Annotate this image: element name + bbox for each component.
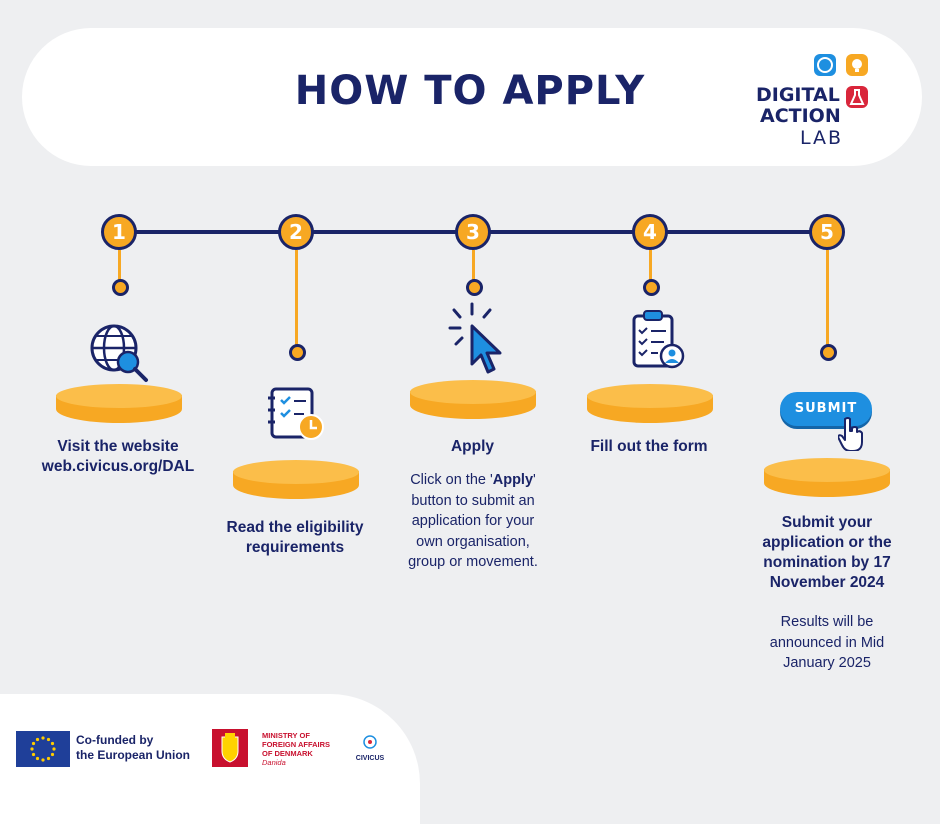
step-4-pedestal bbox=[587, 384, 713, 426]
logo-word-digital: DIGITAL bbox=[756, 84, 840, 106]
step-5-number: 5 bbox=[809, 214, 845, 250]
step-3-desc-pre: Click on the ' bbox=[410, 472, 493, 488]
clipboard-form-icon bbox=[630, 310, 688, 377]
step-1-dot bbox=[112, 279, 129, 296]
eu-flag-icon bbox=[16, 731, 70, 767]
civicus-mark-icon bbox=[363, 735, 377, 749]
step-4-title-text: Fill out the form bbox=[590, 438, 708, 455]
civicus-text: CIVICUS bbox=[355, 755, 385, 762]
dk-line-3: OF DENMARK bbox=[262, 749, 313, 758]
logo-word-action: ACTION bbox=[760, 105, 841, 127]
step-5-description: Results will be announced in Mid January… bbox=[769, 614, 885, 671]
step-2-dot bbox=[289, 344, 306, 361]
step-2-pedestal bbox=[233, 460, 359, 502]
step-2-number: 2 bbox=[278, 214, 314, 250]
step-2-title: Read the eligibility requirements bbox=[220, 518, 370, 558]
step-3-desc-post: ' button to submit an application for yo… bbox=[408, 472, 538, 570]
logo-word-lab: LAB bbox=[800, 127, 844, 149]
civicus-logo: CIVICUS bbox=[354, 734, 386, 762]
step-3-desc-apply: Apply bbox=[492, 472, 534, 488]
step-5-title: Submit your application or the nominatio… bbox=[746, 513, 908, 593]
step-4-number: 4 bbox=[632, 214, 668, 250]
step-5-pedestal bbox=[764, 458, 890, 500]
eu-line-1: Co-funded by bbox=[76, 733, 154, 747]
denmark-crest-icon bbox=[212, 729, 248, 767]
step-1-title-line1: Visit the website bbox=[57, 438, 179, 455]
step-2-connector bbox=[295, 250, 298, 346]
denmark-ministry-text: MINISTRY OF FOREIGN AFFAIRS OF DENMARK D… bbox=[262, 731, 330, 767]
step-3-title: Apply bbox=[400, 437, 545, 457]
page-title: HOW TO APPLY bbox=[294, 68, 646, 114]
step-5-dot bbox=[820, 344, 837, 361]
dk-line-4: Danida bbox=[262, 758, 286, 767]
step-1-connector bbox=[118, 250, 121, 280]
eu-cofunded-text: Co-funded by the European Union bbox=[76, 733, 190, 763]
globe-search-icon bbox=[88, 322, 150, 389]
cursor-click-icon bbox=[448, 302, 510, 381]
step-3-number: 3 bbox=[455, 214, 491, 250]
step-3-pedestal bbox=[410, 380, 536, 422]
flask-tile-icon bbox=[846, 86, 868, 108]
step-3-title-text: Apply bbox=[450, 438, 495, 455]
step-5-connector bbox=[826, 250, 829, 346]
step-1-pedestal bbox=[56, 384, 182, 426]
header-banner bbox=[22, 28, 922, 166]
dk-line-2: FOREIGN AFFAIRS bbox=[262, 740, 331, 749]
notebook-checklist-icon bbox=[266, 386, 328, 449]
step-3-connector bbox=[472, 250, 475, 280]
step-4-title: Fill out the form bbox=[574, 437, 724, 457]
hand-tile-icon bbox=[814, 54, 836, 76]
eu-line-2: the European Union bbox=[76, 748, 190, 762]
step-4-connector bbox=[649, 250, 652, 280]
step-1-title: Visit the website web.civicus.org/DAL bbox=[20, 437, 216, 477]
step-3-dot bbox=[466, 279, 483, 296]
submit-button[interactable]: SUBMIT bbox=[780, 392, 872, 426]
dk-line-1: MINISTRY OF bbox=[262, 731, 310, 740]
step-5-title-text: Submit your application or the nominatio… bbox=[762, 514, 892, 591]
step-3-description: Click on the 'Apply' button to submit an… bbox=[398, 470, 548, 573]
step-2-title-text: Read the eligibility requirements bbox=[226, 519, 364, 556]
step-4-dot bbox=[643, 279, 660, 296]
hand-pointer-icon bbox=[837, 417, 864, 456]
step-1-number: 1 bbox=[101, 214, 137, 250]
digital-action-lab-logo: DIGITAL ACTION LAB bbox=[754, 46, 884, 149]
step-1-url[interactable]: web.civicus.org/DAL bbox=[41, 458, 195, 475]
lightbulb-tile-icon bbox=[846, 54, 868, 76]
